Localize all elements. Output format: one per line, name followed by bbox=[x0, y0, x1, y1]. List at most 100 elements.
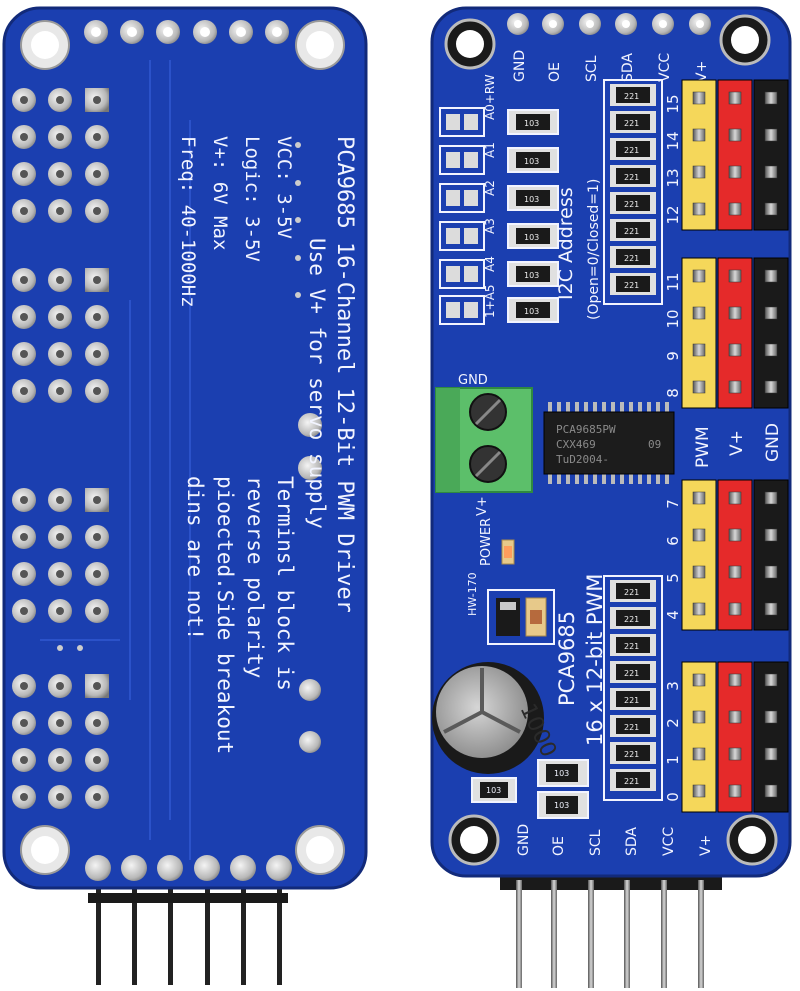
header-pin bbox=[764, 747, 778, 761]
header-pin bbox=[764, 528, 778, 542]
addr-bit-5: 1+A5 bbox=[483, 284, 497, 318]
top-label-oe: OE bbox=[547, 62, 563, 82]
top-label-vcc: VCC bbox=[657, 53, 673, 82]
chip-pin bbox=[557, 402, 561, 414]
pad-hole bbox=[56, 133, 64, 141]
resistor-code: 221 bbox=[624, 173, 639, 182]
jumper-resistor-body bbox=[516, 114, 550, 130]
resistor-code: 221 bbox=[624, 588, 639, 597]
channel-number: 4 bbox=[664, 610, 682, 620]
jumper-resistor-body bbox=[516, 302, 550, 318]
resistor-body bbox=[616, 168, 650, 184]
jumper-pad bbox=[464, 190, 478, 206]
header-pin bbox=[728, 343, 742, 357]
smd-components bbox=[487, 589, 555, 645]
resistor-body bbox=[616, 276, 650, 292]
chip-pin bbox=[611, 472, 615, 484]
pad-hole bbox=[20, 170, 28, 178]
address-bit-labels: A0+RW A1 A2 A3 A4 1+A5 bbox=[483, 74, 497, 318]
back-vias bbox=[57, 142, 322, 753]
channel-number: 2 bbox=[664, 718, 682, 728]
bottom-label-gnd: GND bbox=[516, 824, 532, 856]
front-top-pads bbox=[507, 13, 711, 35]
pad-hole bbox=[56, 682, 64, 690]
channel-number: 5 bbox=[664, 573, 682, 583]
resistor-body bbox=[616, 114, 650, 130]
resistor-body bbox=[616, 87, 650, 103]
pad-hole bbox=[56, 170, 64, 178]
addr-bit-4: A4 bbox=[483, 256, 497, 272]
header-pin bbox=[692, 128, 706, 142]
pad-hole bbox=[20, 719, 28, 727]
pad-hole bbox=[20, 133, 28, 141]
jumper-outline bbox=[439, 145, 485, 175]
header-pin bbox=[764, 269, 778, 283]
header-pin bbox=[764, 565, 778, 579]
pad-hole bbox=[56, 276, 64, 284]
jumper-outline bbox=[439, 183, 485, 213]
back-top-pads bbox=[84, 20, 289, 44]
header-pin bbox=[764, 602, 778, 616]
front-header-pins bbox=[500, 860, 722, 988]
channel-number: 11 bbox=[664, 272, 682, 291]
pad-hole bbox=[56, 207, 64, 215]
jumper-outline bbox=[439, 259, 485, 289]
pad-hole bbox=[56, 350, 64, 358]
header-pin bbox=[728, 91, 742, 105]
jumper-resistor-code: 103 bbox=[524, 271, 539, 280]
pad-hole bbox=[93, 719, 101, 727]
chip-pin bbox=[647, 472, 651, 484]
chip-pin bbox=[620, 472, 624, 484]
back-note-2: Terminsl block is bbox=[273, 476, 297, 691]
jumper-pad bbox=[446, 266, 460, 282]
header-pin bbox=[692, 673, 706, 687]
resistor-code: 221 bbox=[624, 696, 639, 705]
bottom-res-1-code: 103 bbox=[486, 786, 501, 795]
pad-hole bbox=[56, 719, 64, 727]
back-header-pins bbox=[88, 880, 288, 985]
front-board: GND OE SCL SDA VCC V+ 103103103103103103… bbox=[430, 6, 792, 988]
address-label: I2C Address bbox=[555, 187, 577, 300]
chip-text-2: CXX469 bbox=[556, 438, 596, 451]
channel-number: 13 bbox=[664, 168, 682, 187]
back-title: PCA9685 16-Channel 12-Bit PWM Driver bbox=[332, 136, 357, 613]
jumper-resistor-body bbox=[516, 152, 550, 168]
header-pin bbox=[764, 380, 778, 394]
channel-number: 10 bbox=[664, 309, 682, 328]
jumper-pad bbox=[464, 266, 478, 282]
bottom-res-2-code: 103 bbox=[554, 769, 569, 778]
pad-hole bbox=[56, 793, 64, 801]
back-bottom-pads bbox=[85, 855, 292, 881]
model-label: HW-170 bbox=[466, 572, 479, 616]
jumper-resistor-body bbox=[516, 266, 550, 282]
terminal-block: GND V+ bbox=[435, 373, 533, 516]
back-note-3: reverse polarity bbox=[243, 476, 267, 678]
chip-pin bbox=[584, 472, 588, 484]
address-sub-label: (Open=0/Closed=1) bbox=[586, 179, 602, 320]
pad-hole bbox=[20, 207, 28, 215]
header-pin bbox=[728, 747, 742, 761]
back-board: PCA9685 16-Channel 12-Bit PWM Driver Use… bbox=[2, 6, 368, 985]
jumper-outline bbox=[439, 221, 485, 251]
jumper-resistor-body bbox=[516, 190, 550, 206]
chip-pin bbox=[647, 402, 651, 414]
jumper-pad bbox=[446, 152, 460, 168]
chip-pin bbox=[665, 402, 669, 414]
header-pin bbox=[728, 380, 742, 394]
jumper-outline bbox=[439, 107, 485, 137]
pad-hole bbox=[56, 756, 64, 764]
header-pin bbox=[764, 91, 778, 105]
chip-pin bbox=[584, 402, 588, 414]
resistor-body bbox=[616, 583, 650, 599]
resistor-array: 2212212212212212212212212212212212212212… bbox=[603, 79, 663, 801]
pad-hole bbox=[20, 570, 28, 578]
channel-number: 12 bbox=[664, 205, 682, 224]
header-pin bbox=[692, 747, 706, 761]
resistor-code: 221 bbox=[624, 146, 639, 155]
resistor-array-outline bbox=[603, 575, 663, 801]
bottom-label-vcc: VCC bbox=[661, 827, 677, 856]
header-pin bbox=[728, 165, 742, 179]
header-strip bbox=[717, 79, 753, 231]
top-label-scl: SCL bbox=[584, 55, 600, 82]
